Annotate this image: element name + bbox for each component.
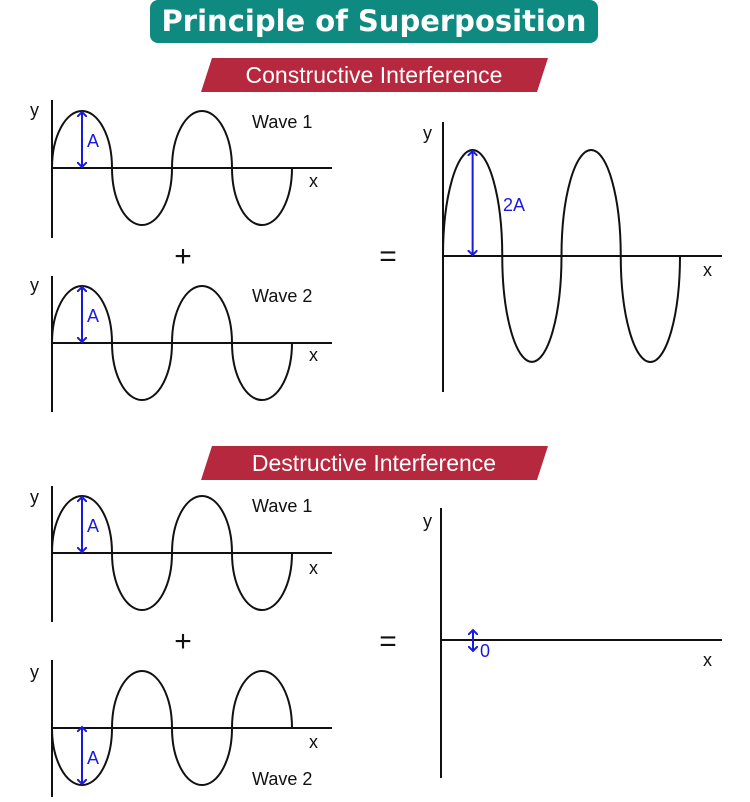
y-axis-label: y (30, 275, 39, 295)
destructive-banner: Destructive Interference (201, 446, 548, 480)
x-axis-label: x (309, 558, 318, 578)
equals-sign: = (379, 240, 397, 273)
wave-curve (51, 670, 293, 786)
wave-curve (51, 495, 293, 611)
destructive-heading: Destructive Interference (252, 450, 496, 476)
title-badge: Principle of Superposition (150, 0, 598, 43)
destructive-wave1-plot: Ay x Wave 1 (30, 486, 332, 622)
constructive-wave2-plot: Ay x Wave 2 (30, 275, 332, 412)
amplitude-label: 2A (503, 195, 525, 215)
y-axis-label: y (423, 123, 432, 143)
y-axis-label: y (30, 487, 39, 507)
constructive-result-plot: 2A y x (423, 122, 722, 392)
y-axis-label: y (30, 100, 39, 120)
amplitude-label: A (87, 131, 99, 151)
wave-curve (442, 149, 681, 363)
y-axis-label: y (423, 511, 432, 531)
amplitude-label: A (87, 516, 99, 536)
x-axis-label: x (309, 345, 318, 365)
constructive-heading: Constructive Interference (246, 62, 503, 88)
x-axis-label: x (309, 732, 318, 752)
plus-sign: + (174, 625, 192, 658)
page-title: Principle of Superposition (162, 4, 587, 38)
amplitude-label: A (87, 748, 99, 768)
wave-label: Wave 1 (252, 496, 312, 516)
wave-label: Wave 2 (252, 769, 312, 789)
y-axis-label: y (30, 662, 39, 682)
wave-curve (51, 110, 293, 226)
constructive-banner: Constructive Interference (201, 58, 548, 92)
wave-label: Wave 1 (252, 112, 312, 132)
wave-curve (51, 285, 293, 401)
x-axis-label: x (309, 171, 318, 191)
plus-sign: + (174, 240, 192, 273)
amplitude-label: 0 (480, 641, 490, 661)
constructive-wave1-plot: Ay x Wave 1 (30, 100, 332, 238)
destructive-result-plot: 0 y x (423, 508, 722, 778)
amplitude-label: A (87, 306, 99, 326)
equals-sign: = (379, 625, 397, 658)
x-axis-label: x (703, 260, 712, 280)
x-axis-label: x (703, 650, 712, 670)
wave-label: Wave 2 (252, 286, 312, 306)
